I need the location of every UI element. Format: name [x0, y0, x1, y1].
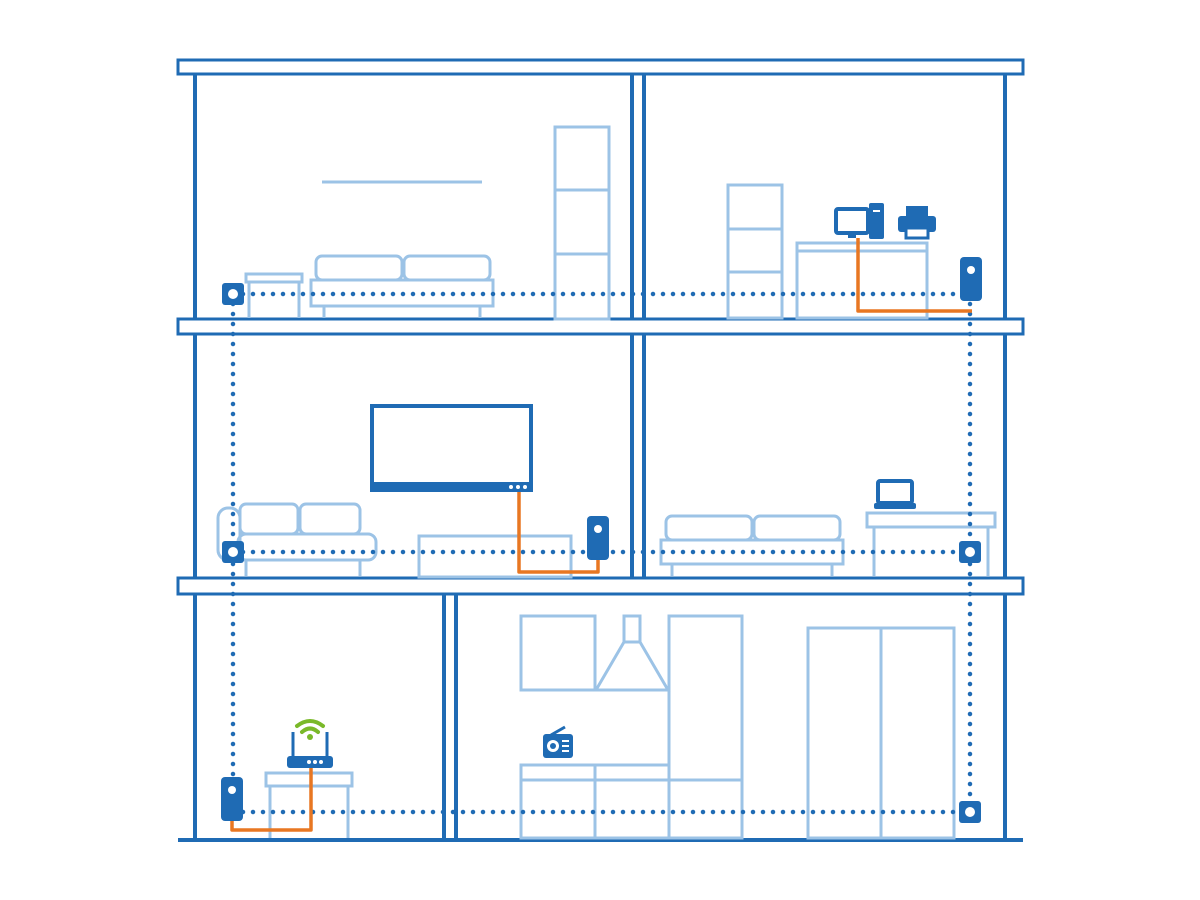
sofa-top	[309, 254, 495, 318]
bookcase-office	[726, 183, 784, 320]
sofa-middle-left	[216, 502, 378, 576]
wifi-signal-icon	[295, 719, 325, 740]
side-table-top	[244, 272, 304, 318]
television-icon	[370, 404, 533, 492]
bookcase-tall	[553, 125, 611, 321]
cable-router	[230, 768, 313, 832]
radio-icon	[543, 725, 573, 758]
printer-icon	[898, 206, 936, 240]
powerline-adapter-office	[960, 257, 982, 301]
powerline-adapter-router	[221, 777, 243, 821]
powerline-adapter-tv	[587, 516, 609, 560]
socket-middle-right	[959, 541, 981, 563]
roof	[176, 58, 1025, 76]
desktop-computer-icon	[834, 203, 884, 239]
furniture	[216, 125, 997, 840]
floor-slab-upper	[176, 317, 1025, 336]
fridge	[806, 626, 956, 840]
powerline-adapters	[221, 257, 982, 821]
laptop-icon	[874, 479, 916, 509]
socket-middle-left	[222, 541, 244, 563]
sofa-middle-right	[659, 514, 845, 576]
tv-sideboard	[417, 534, 573, 579]
socket-ground-right	[959, 801, 981, 823]
range-hood	[593, 614, 671, 692]
office-desk	[795, 241, 929, 320]
kitchen-tall-cabinet	[667, 614, 744, 840]
floor-slab-lower	[176, 576, 1025, 596]
cable-office	[856, 238, 972, 313]
kitchen-upper-cabinet	[519, 614, 597, 692]
ethernet-cables	[230, 238, 972, 832]
kitchen-counter	[519, 763, 742, 840]
cable-tv	[517, 492, 600, 574]
wifi-router-icon	[287, 719, 333, 768]
socket-top-left	[222, 283, 244, 305]
wall-sockets	[222, 283, 981, 823]
